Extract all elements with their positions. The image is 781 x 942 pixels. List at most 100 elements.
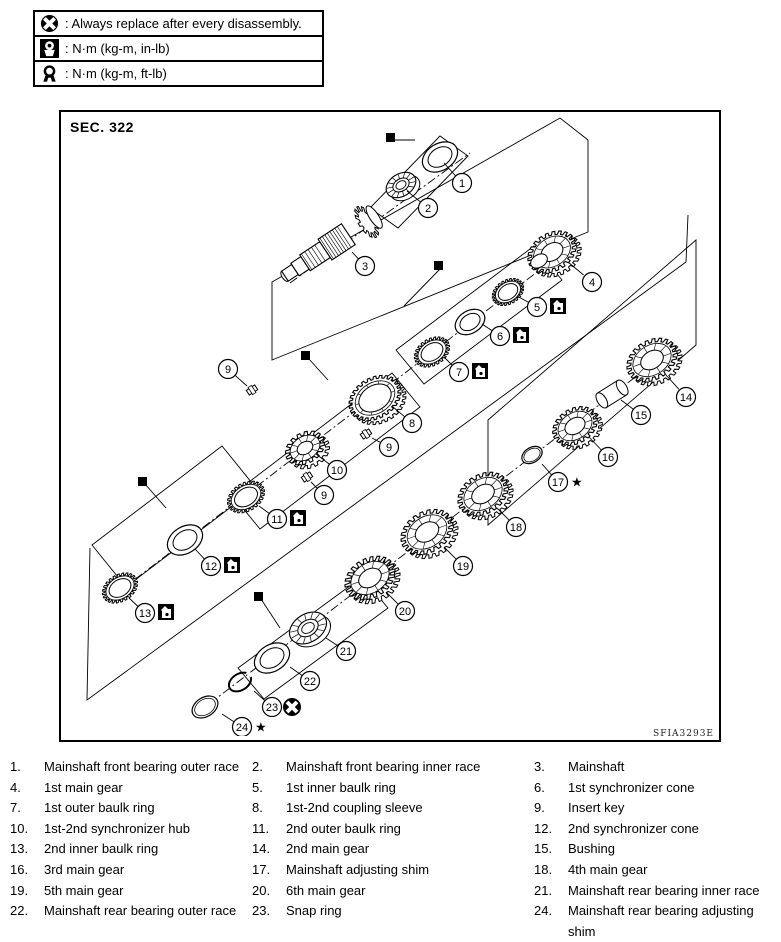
part-number: 19. bbox=[10, 882, 29, 898]
part-name: Mainshaft rear bearing adjusting shim bbox=[568, 903, 754, 939]
part-list-item: 19.5th main gear bbox=[10, 881, 252, 902]
callout-number: 16 bbox=[602, 452, 614, 464]
part-list-item: 6.1st synchronizer cone bbox=[534, 778, 776, 799]
callout-number: 20 bbox=[399, 606, 411, 618]
callout-number: 18 bbox=[510, 522, 522, 534]
leader-line bbox=[234, 374, 248, 387]
marker-line bbox=[307, 357, 329, 381]
part-name: Bushing bbox=[568, 841, 615, 857]
part-name: 2nd outer baulk ring bbox=[286, 820, 401, 836]
legend-torque-in-lb-label: : N·m (kg-m, in-lb) bbox=[65, 41, 170, 56]
part-number: 18. bbox=[534, 861, 553, 877]
part-number: 2. bbox=[252, 759, 263, 774]
leader-line bbox=[443, 546, 457, 560]
callout-17: 17 bbox=[547, 471, 569, 493]
callout-6: 6 bbox=[489, 325, 511, 347]
callout-number: 9 bbox=[225, 364, 231, 376]
marker-line bbox=[403, 267, 442, 307]
part-24-adjusting-shim bbox=[191, 695, 219, 719]
part-14-2nd-main-gear bbox=[626, 337, 683, 387]
group-marker-square bbox=[254, 592, 263, 601]
part-name: Mainshaft rear bearing outer race bbox=[44, 903, 237, 919]
callout-number: 14 bbox=[680, 392, 692, 404]
gear-oil-icon bbox=[290, 510, 306, 526]
leader-line bbox=[588, 436, 602, 451]
part-name: Mainshaft front bearing outer race bbox=[44, 759, 240, 774]
callout-20: 20 bbox=[394, 600, 416, 622]
exploded-plane bbox=[271, 117, 589, 361]
callout-number: 11 bbox=[271, 514, 282, 526]
callout-number: 7 bbox=[456, 367, 462, 379]
section-label: SEC. 322 bbox=[70, 119, 134, 135]
part-number: 5. bbox=[252, 779, 263, 795]
part-15-bushing bbox=[595, 379, 629, 409]
part-5-1st-inner-baulk-ring bbox=[491, 277, 525, 307]
part-name: 1st inner baulk ring bbox=[286, 779, 396, 795]
leader-line bbox=[496, 507, 510, 521]
callout-number: 15 bbox=[635, 410, 647, 422]
part-list-item: 3.Mainshaft bbox=[534, 757, 776, 778]
part-name: 1st-2nd coupling sleeve bbox=[286, 800, 423, 816]
callout-16: 16 bbox=[597, 446, 619, 468]
part-number: 14. bbox=[252, 841, 271, 857]
marker-line bbox=[260, 598, 281, 629]
part-10-synchronizer-hub bbox=[284, 430, 331, 470]
group-plane bbox=[237, 576, 389, 700]
leader-line bbox=[665, 374, 680, 390]
callout-number: 4 bbox=[589, 277, 595, 289]
group-marker-square bbox=[434, 261, 443, 270]
part-19-5th-main-gear bbox=[400, 508, 459, 560]
part-number: 22. bbox=[10, 903, 29, 919]
callout-number: 1 bbox=[459, 178, 465, 190]
part-list-item: 23.Snap ring bbox=[252, 901, 534, 942]
marker-line bbox=[144, 483, 167, 509]
part-name: 6th main gear bbox=[286, 882, 366, 898]
part-3-mainshaft bbox=[280, 205, 383, 282]
leader-line bbox=[221, 713, 236, 723]
gear-oil-icon bbox=[550, 298, 566, 314]
part-name: Snap ring bbox=[286, 903, 342, 919]
part-name: 1st-2nd synchronizer hub bbox=[44, 820, 190, 836]
leader-line bbox=[541, 463, 553, 476]
part-list-item: 20.6th main gear bbox=[252, 881, 534, 902]
part-number: 13. bbox=[10, 841, 29, 857]
callout-number: 22 bbox=[304, 676, 316, 688]
part-20-6th-main-gear bbox=[344, 555, 401, 605]
part-16-3rd-main-gear bbox=[552, 406, 603, 450]
part-6-1st-synchronizer-cone bbox=[454, 308, 486, 336]
callout-19: 19 bbox=[452, 555, 474, 577]
part-12-2nd-synchronizer-cone bbox=[166, 524, 204, 556]
part-number: 8. bbox=[252, 800, 263, 816]
callout-number: 6 bbox=[497, 331, 503, 343]
leader-line bbox=[406, 190, 421, 203]
part-list-item: 12.2nd synchronizer cone bbox=[534, 819, 776, 840]
part-name: Mainshaft front bearing inner race bbox=[286, 759, 481, 774]
callout-number: 23 bbox=[266, 702, 278, 714]
part-list-item: 15.Bushing bbox=[534, 839, 776, 860]
part-list-item: 7.1st outer baulk ring bbox=[10, 798, 252, 819]
group-marker-square bbox=[301, 351, 310, 360]
part-name: Mainshaft bbox=[568, 759, 625, 774]
legend-row-torque-ft-lb: : N·m (kg-m, ft-lb) bbox=[33, 60, 324, 87]
star-icon: ★ bbox=[255, 721, 267, 736]
leader-line bbox=[258, 505, 271, 515]
part-number: 17. bbox=[252, 861, 271, 877]
part-list-item: 14.2nd main gear bbox=[252, 839, 534, 860]
callout-14: 14 bbox=[675, 386, 697, 408]
callout-11: 11 bbox=[266, 508, 288, 530]
callout-1: 1 bbox=[451, 172, 473, 194]
callout-8: 8 bbox=[401, 412, 423, 434]
group-plane bbox=[395, 245, 563, 385]
leader-line bbox=[385, 591, 399, 605]
star-icon: ★ bbox=[571, 476, 583, 491]
part-17-adjusting-shim bbox=[521, 445, 543, 465]
part-list-item: 10.1st-2nd synchronizer hub bbox=[10, 819, 252, 840]
callout-24: 24 bbox=[231, 716, 253, 736]
part-name: 4th main gear bbox=[568, 861, 648, 877]
gear-oil-icon bbox=[513, 327, 529, 343]
part-name: 3rd main gear bbox=[44, 861, 125, 877]
part-number: 9. bbox=[534, 800, 545, 816]
